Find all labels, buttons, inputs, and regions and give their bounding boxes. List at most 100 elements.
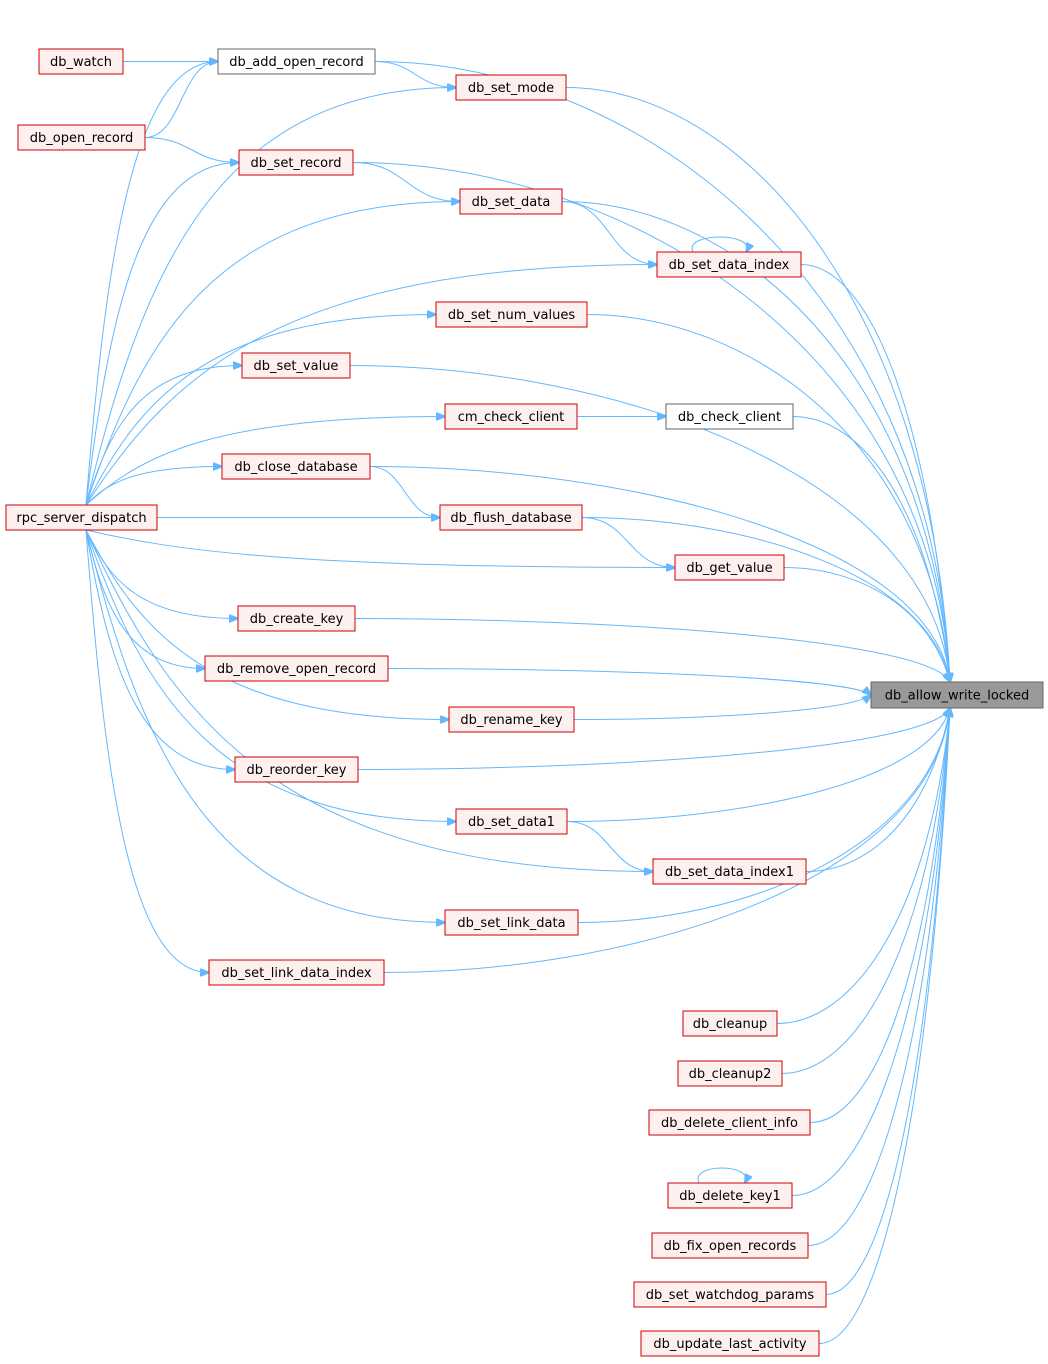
- node-db_cleanup2[interactable]: db_cleanup2: [677, 1060, 783, 1087]
- edge-db_cleanup2-to-db_allow_write_locked: [781, 708, 950, 1074]
- node-db_set_watchdog_params[interactable]: db_set_watchdog_params: [633, 1281, 827, 1308]
- edge-db_rename_key-to-db_allow_write_locked: [573, 695, 871, 720]
- node-box-db_open_record: [17, 124, 146, 151]
- node-box-db_flush_database: [439, 504, 583, 531]
- node-label-db_cleanup: db_cleanup: [693, 1017, 767, 1032]
- node-box-cm_check_client: [444, 403, 578, 430]
- edge-db_set_data_index-to-db_set_data_index: [691, 236, 747, 252]
- node-label-db_flush_database: db_flush_database: [450, 511, 571, 526]
- node-db_delete_key1[interactable]: db_delete_key1: [667, 1182, 793, 1209]
- node-db_delete_client_info[interactable]: db_delete_client_info: [648, 1109, 811, 1136]
- node-box-db_get_value: [674, 554, 785, 581]
- node-box-db_allow_write_locked: [870, 681, 1044, 709]
- edge-db_set_link_data_index-to-db_allow_write_locked: [383, 708, 950, 973]
- node-label-db_set_link_data: db_set_link_data: [457, 916, 565, 931]
- edge-db_fix_open_records-to-db_allow_write_locked: [807, 708, 950, 1246]
- node-db_remove_open_record[interactable]: db_remove_open_record: [204, 655, 389, 682]
- node-db_check_client[interactable]: db_check_client: [665, 403, 794, 430]
- node-box-db_set_data: [459, 188, 563, 215]
- edge-db_set_record-to-db_set_data: [352, 162, 460, 202]
- node-db_get_value[interactable]: db_get_value: [674, 554, 785, 581]
- node-label-db_set_num_values: db_set_num_values: [448, 308, 576, 323]
- edge-rpc_server_dispatch-to-db_get_value: [85, 529, 675, 568]
- node-db_cleanup[interactable]: db_cleanup: [682, 1010, 778, 1037]
- node-db_add_open_record[interactable]: db_add_open_record: [217, 48, 376, 75]
- node-label-db_watch: db_watch: [50, 55, 112, 70]
- edge-rpc_server_dispatch-to-db_reorder_key: [85, 529, 235, 770]
- edge-rpc_server_dispatch-to-db_rename_key: [85, 529, 449, 720]
- node-cm_check_client[interactable]: cm_check_client: [444, 403, 578, 430]
- node-db_set_value[interactable]: db_set_value: [241, 352, 351, 379]
- node-db_create_key[interactable]: db_create_key: [237, 605, 356, 632]
- node-rpc_server_dispatch[interactable]: rpc_server_dispatch: [5, 504, 158, 531]
- edge-db_delete_key1-to-db_delete_key1: [697, 1167, 746, 1183]
- node-db_set_data_index[interactable]: db_set_data_index: [656, 251, 802, 278]
- node-label-db_cleanup2: db_cleanup2: [689, 1067, 772, 1082]
- node-db_set_link_data_index[interactable]: db_set_link_data_index: [208, 959, 385, 986]
- edge-db_delete_client_info-to-db_allow_write_locked: [809, 708, 950, 1123]
- node-label-cm_check_client: cm_check_client: [458, 410, 565, 425]
- node-box-db_set_value: [241, 352, 351, 379]
- node-label-rpc_server_dispatch: rpc_server_dispatch: [16, 511, 146, 526]
- node-label-db_delete_client_info: db_delete_client_info: [661, 1116, 798, 1131]
- edge-db_get_value-to-db_allow_write_locked: [783, 567, 950, 683]
- edges-layer: [85, 62, 950, 1344]
- node-box-db_set_record: [238, 149, 354, 176]
- node-box-db_delete_client_info: [648, 1109, 811, 1136]
- edge-db_flush_database-to-db_get_value: [581, 517, 675, 568]
- edge-db_set_watchdog_params-to-db_allow_write_locked: [825, 708, 950, 1295]
- edge-rpc_server_dispatch-to-db_remove_open_record: [85, 529, 205, 669]
- node-box-db_set_data1: [455, 808, 568, 835]
- node-label-db_set_watchdog_params: db_set_watchdog_params: [646, 1288, 815, 1303]
- edge-rpc_server_dispatch-to-cm_check_client: [85, 417, 445, 506]
- edge-rpc_server_dispatch-to-db_close_database: [85, 467, 222, 506]
- node-box-db_remove_open_record: [204, 655, 389, 682]
- edge-db_set_data-to-db_allow_write_locked: [561, 201, 950, 683]
- node-box-db_add_open_record: [217, 48, 376, 75]
- node-db_set_link_data[interactable]: db_set_link_data: [444, 909, 579, 936]
- node-db_flush_database[interactable]: db_flush_database: [439, 504, 583, 531]
- edge-db_set_link_data-to-db_allow_write_locked: [577, 708, 950, 923]
- edge-rpc_server_dispatch-to-db_set_data_index: [85, 265, 657, 506]
- edge-rpc_server_dispatch-to-db_create_key: [85, 529, 238, 619]
- node-label-db_create_key: db_create_key: [250, 612, 344, 627]
- node-db_open_record[interactable]: db_open_record: [17, 124, 146, 151]
- node-box-db_set_data_index1: [652, 858, 807, 885]
- edge-db_check_client-to-db_allow_write_locked: [792, 416, 950, 683]
- node-db_watch[interactable]: db_watch: [38, 48, 124, 75]
- node-label-db_add_open_record: db_add_open_record: [229, 55, 363, 70]
- node-db_set_data_index1[interactable]: db_set_data_index1: [652, 858, 807, 885]
- edge-rpc_server_dispatch-to-db_set_link_data_index: [85, 529, 209, 973]
- node-box-db_set_data_index: [656, 251, 802, 278]
- nodes-layer: db_watch db_open_record rpc_server_dispatc…: [5, 48, 1044, 1357]
- node-db_allow_write_locked[interactable]: db_allow_write_locked: [870, 681, 1044, 709]
- node-db_set_record[interactable]: db_set_record: [238, 149, 354, 176]
- edge-db_remove_open_record-to-db_allow_write_locked: [387, 668, 871, 696]
- node-label-db_allow_write_locked: db_allow_write_locked: [885, 689, 1030, 704]
- node-label-db_set_mode: db_set_mode: [468, 81, 554, 96]
- node-box-rpc_server_dispatch: [5, 504, 158, 531]
- node-label-db_set_data1: db_set_data1: [468, 815, 555, 830]
- node-label-db_delete_key1: db_delete_key1: [679, 1189, 781, 1204]
- node-box-db_set_link_data: [444, 909, 579, 936]
- node-label-db_get_value: db_get_value: [686, 561, 772, 576]
- node-db_set_data1[interactable]: db_set_data1: [455, 808, 568, 835]
- node-db_update_last_activity[interactable]: db_update_last_activity: [640, 1330, 820, 1357]
- node-box-db_cleanup: [682, 1010, 778, 1037]
- node-box-db_set_watchdog_params: [633, 1281, 827, 1308]
- edge-db_close_database-to-db_flush_database: [369, 466, 440, 518]
- edge-rpc_server_dispatch-to-db_set_link_data: [85, 529, 445, 923]
- node-box-db_close_database: [221, 453, 371, 480]
- node-db_rename_key[interactable]: db_rename_key: [448, 706, 575, 733]
- node-db_set_mode[interactable]: db_set_mode: [455, 74, 567, 101]
- edge-rpc_server_dispatch-to-db_set_data_index1: [85, 529, 653, 872]
- node-db_reorder_key[interactable]: db_reorder_key: [234, 756, 359, 783]
- node-db_close_database[interactable]: db_close_database: [221, 453, 371, 480]
- node-box-db_create_key: [237, 605, 356, 632]
- node-db_set_num_values[interactable]: db_set_num_values: [435, 301, 588, 328]
- edge-db_cleanup-to-db_allow_write_locked: [776, 708, 950, 1024]
- node-db_set_data[interactable]: db_set_data: [459, 188, 563, 215]
- node-db_fix_open_records[interactable]: db_fix_open_records: [651, 1232, 809, 1259]
- edge-rpc_server_dispatch-to-db_set_record: [85, 163, 239, 506]
